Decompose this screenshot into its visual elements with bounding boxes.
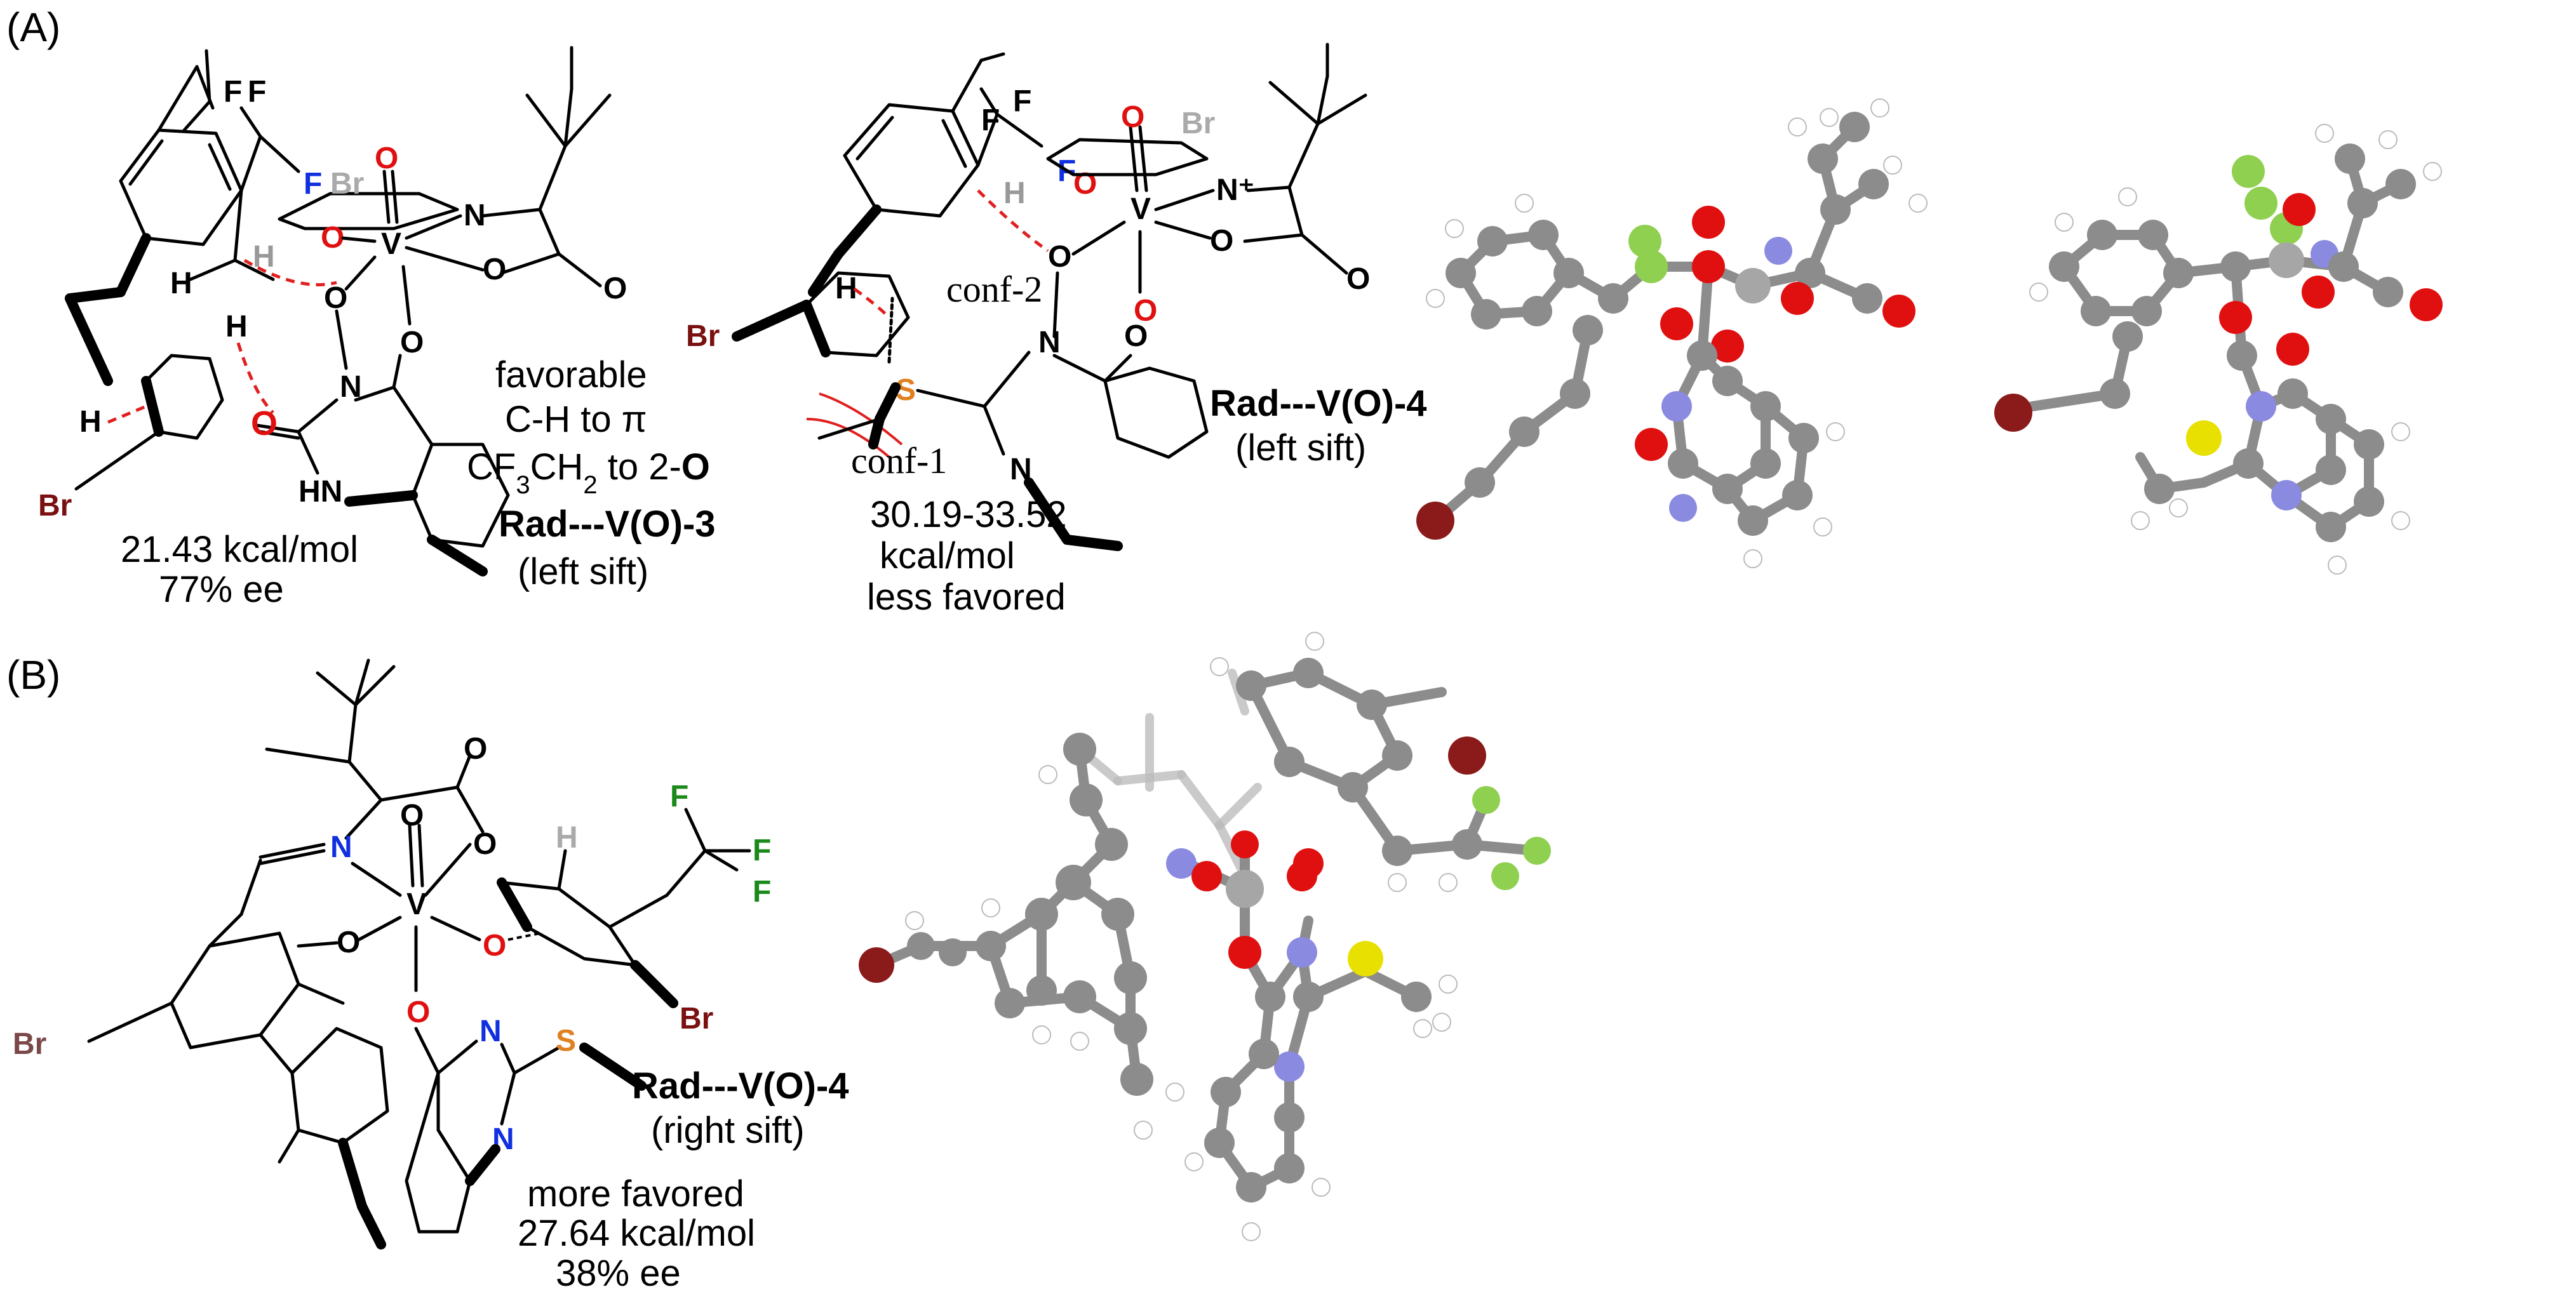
label-conf-2: conf-2 (946, 269, 1042, 310)
ball-stick-model-1 (1416, 98, 1928, 568)
quinazolinone-ring-b (405, 1071, 472, 1234)
ball-stick-model-3 (859, 632, 1551, 1241)
energy-rad-vo3: 21.43 kcal/mol (121, 529, 358, 570)
h-bond-1 (243, 258, 337, 286)
note-favorable: favorable (495, 354, 647, 396)
atom-o-1: O (321, 221, 344, 255)
atom-hn: HN (299, 475, 342, 509)
atom-br-2: Br (686, 319, 720, 353)
atom-o-b5: O (483, 929, 506, 963)
comment-rad-vo4-right: more favored (527, 1173, 744, 1215)
atom-h-2: H (253, 240, 275, 274)
atom-o-b4: O (337, 926, 360, 959)
atom-o-7: O (1073, 167, 1097, 201)
ch-pi-contact (107, 404, 147, 424)
atom-v-1: V (381, 227, 401, 261)
atom-f-4: F (981, 103, 1000, 137)
aryl-ring-2 (843, 103, 980, 218)
comment-rad-vo4-left: less favored (867, 576, 1066, 618)
atom-o-urea: O (251, 404, 278, 443)
atom-o-b2: O (473, 827, 497, 861)
atom-n-3: N (1038, 326, 1061, 359)
panel-label-a: (A) (6, 4, 60, 50)
atom-br-gray-2: Br (1181, 107, 1215, 140)
atom-s-b: S (556, 1024, 576, 1058)
atom-f-2: F (248, 75, 266, 109)
atom-f-b3: F (753, 875, 771, 909)
aryl-ring (119, 128, 243, 246)
atom-f-5: F (1013, 84, 1031, 118)
energy-rad-vo4-right: 27.64 kcal/mol (518, 1213, 755, 1254)
panel-label-b: (B) (6, 652, 60, 698)
label-rad-vo3: Rad---V(O)-3 (499, 503, 716, 545)
atom-o-9: O (1048, 240, 1071, 274)
atom-h-4: H (79, 405, 102, 439)
atom-o-vo: O (375, 142, 398, 175)
structure-rad-vo4-right: O O N V O O O O Br H F F F (13, 658, 771, 1249)
atom-o-11: O (1210, 224, 1233, 258)
atom-v-b: V (406, 888, 427, 921)
note-ch-pi: C-H to π (505, 399, 647, 440)
atom-o-vo-2: O (1121, 100, 1144, 134)
energy-rad-vo4-left: 30.19-33.52 (870, 494, 1067, 535)
clash-arc-1 (819, 392, 903, 446)
ball-stick-model-2 (1994, 124, 2443, 575)
atom-o-2: O (603, 272, 627, 305)
atom-o-b6: O (406, 996, 430, 1029)
label-conf-1: conf-1 (851, 440, 947, 481)
note-cf3ch2: CF3CH2 to 2-O (467, 446, 710, 499)
label-rad-vo4-right: Rad---V(O)-4 (632, 1065, 849, 1107)
atom-n-b1: N (330, 830, 352, 864)
h-bond-3 (977, 189, 1049, 253)
structure-rad-vo3: F F F H H H Br H Br V O O N (38, 46, 627, 576)
atom-o-10: O (1346, 262, 1370, 296)
atom-br-b1: Br (680, 1002, 713, 1036)
atom-br-gray: Br (330, 167, 364, 201)
atom-h-1: H (170, 267, 192, 300)
atom-o-5: O (400, 326, 424, 359)
biaryl-ring-b (290, 1027, 389, 1145)
atom-o-4: O (324, 281, 347, 315)
label-rad-vo4-right-mode: (right sift) (651, 1110, 805, 1151)
atom-o-6: O (1124, 319, 1148, 353)
atom-h-6: H (835, 272, 857, 305)
salicyl-ring-2 (1046, 138, 1209, 177)
h-bond-2 (236, 342, 274, 414)
atom-f-b2: F (753, 834, 771, 867)
atom-v-2: V (1130, 192, 1151, 226)
atom-f-b1: F (670, 780, 688, 813)
atom-br-b2: Br (13, 1027, 46, 1061)
atom-o-b3: O (400, 799, 424, 832)
atom-h-3: H (225, 310, 248, 343)
label-rad-vo4-left-mode: (left sift) (1235, 427, 1366, 469)
atom-f-1: F (224, 75, 242, 109)
atom-br-1: Br (38, 489, 72, 523)
atom-n-b2: N (480, 1015, 502, 1048)
atom-o-3: O (483, 253, 506, 286)
label-rad-vo4-left: Rad---V(O)-4 (1210, 383, 1427, 424)
unit-rad-vo4-left: kcal/mol (880, 535, 1015, 576)
label-rad-vo3-mode: (left sift) (518, 551, 648, 592)
atom-o-8: O (1134, 294, 1157, 328)
quinazolinone-ring (1103, 366, 1209, 459)
salicyl-ring (278, 192, 459, 230)
atom-o-b1: O (464, 732, 487, 766)
ee-rad-vo4-right: 38% ee (556, 1253, 681, 1294)
structure-rad-vo4-left: F F F H Br H S conf-2 conf-1 N N O (686, 43, 1370, 551)
ee-rad-vo3: 77% ee (159, 569, 284, 610)
salicyl-ring-b (170, 931, 300, 1049)
atom-h-5: H (1003, 177, 1026, 210)
ch-pi-contact-2 (853, 287, 890, 319)
atom-f-3: F (304, 167, 322, 201)
atom-h-b1: H (556, 821, 578, 855)
